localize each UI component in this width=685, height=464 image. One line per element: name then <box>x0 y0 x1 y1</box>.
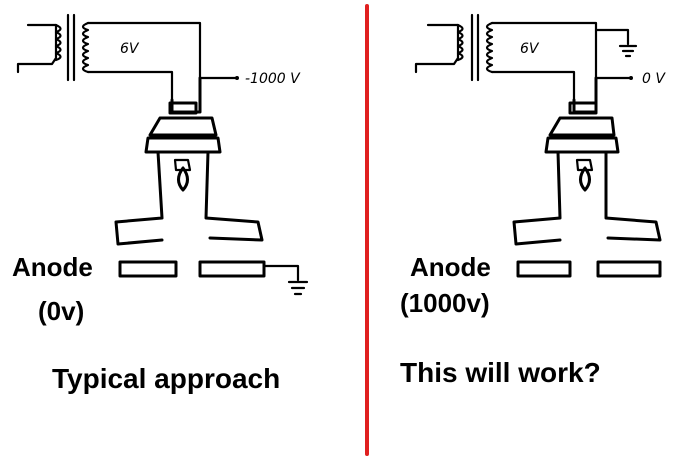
right-electron-gun <box>512 76 662 246</box>
left-terminal-dot <box>235 76 239 80</box>
left-anode-plates <box>118 260 309 296</box>
left-anode-plate-a <box>118 260 178 278</box>
right-filament-voltage: 6V <box>520 41 540 57</box>
left-anode-label: Anode <box>12 252 93 282</box>
right-anode-label: Anode <box>410 252 491 282</box>
left-electron-gun <box>114 76 264 246</box>
left-caption: Typical approach <box>52 363 280 394</box>
right-caption: This will work? <box>400 357 601 388</box>
left-cathode-voltage: -1000 V <box>245 71 301 87</box>
right-anode-voltage: (1000v) <box>400 288 490 318</box>
left-transformer: 6V -1000 V <box>16 13 301 104</box>
right-anode-plate-a <box>516 260 572 278</box>
left-anode-plate-b <box>198 260 266 278</box>
left-filament-voltage: 6V <box>120 41 140 57</box>
left-ground-icon <box>287 280 309 296</box>
right-transformer: 6V 0 V <box>414 13 666 104</box>
right-anode-plate-b <box>596 260 662 278</box>
left-anode-voltage: (0v) <box>38 296 84 326</box>
right-anode-plates <box>516 260 662 278</box>
left-panel: 6V -1000 V Anode (0v) Typical approach <box>12 13 309 394</box>
right-terminal-dot <box>629 76 633 80</box>
right-panel: 6V 0 V Anode (1000v) This will work? <box>400 13 666 388</box>
right-cathode-voltage: 0 V <box>642 71 666 87</box>
right-ground-icon <box>618 44 638 58</box>
